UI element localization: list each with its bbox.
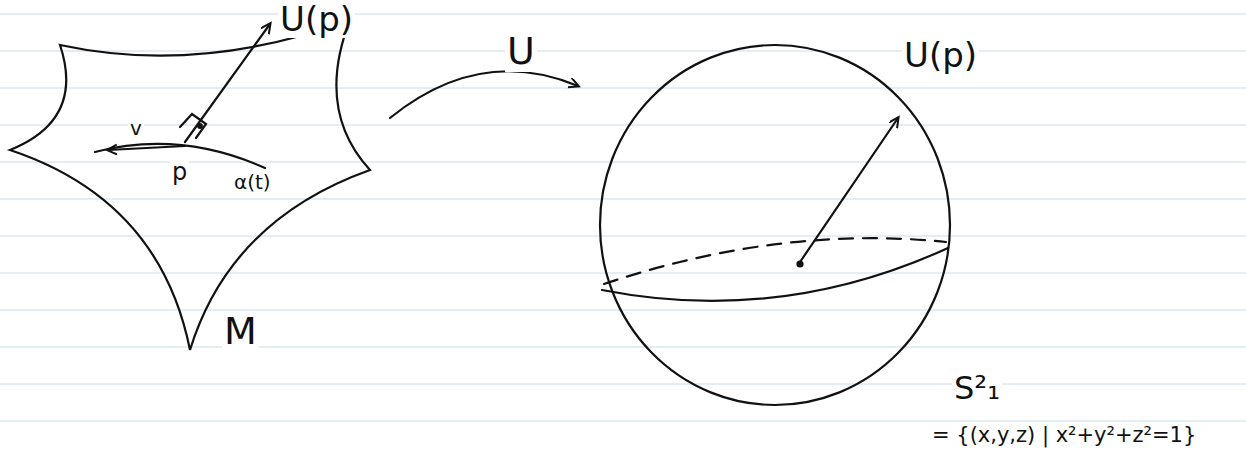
sphere-label: S²₁ (952, 372, 1002, 406)
radius-arrow (800, 118, 898, 262)
sphere (600, 45, 950, 405)
image-label: U(p) (902, 38, 979, 74)
surface-label: M (222, 312, 259, 352)
tangent-label: v (128, 118, 144, 139)
tangent-arrow (108, 146, 185, 150)
right-angle-mark (180, 114, 206, 138)
normal-arrow (185, 24, 270, 142)
point-label: p (170, 160, 189, 185)
map-arrow (390, 71, 578, 118)
map-label: U (505, 32, 537, 72)
set-definition: = {(x,y,z) | x²+y²+z²=1} (930, 424, 1198, 446)
dot (198, 124, 202, 128)
equator-back (604, 238, 946, 284)
ruled-lines (0, 14, 1246, 421)
surface (10, 20, 370, 350)
equator-front (602, 248, 948, 301)
normal-label: U(p) (278, 2, 355, 38)
curve-label: α(t) (232, 172, 273, 193)
